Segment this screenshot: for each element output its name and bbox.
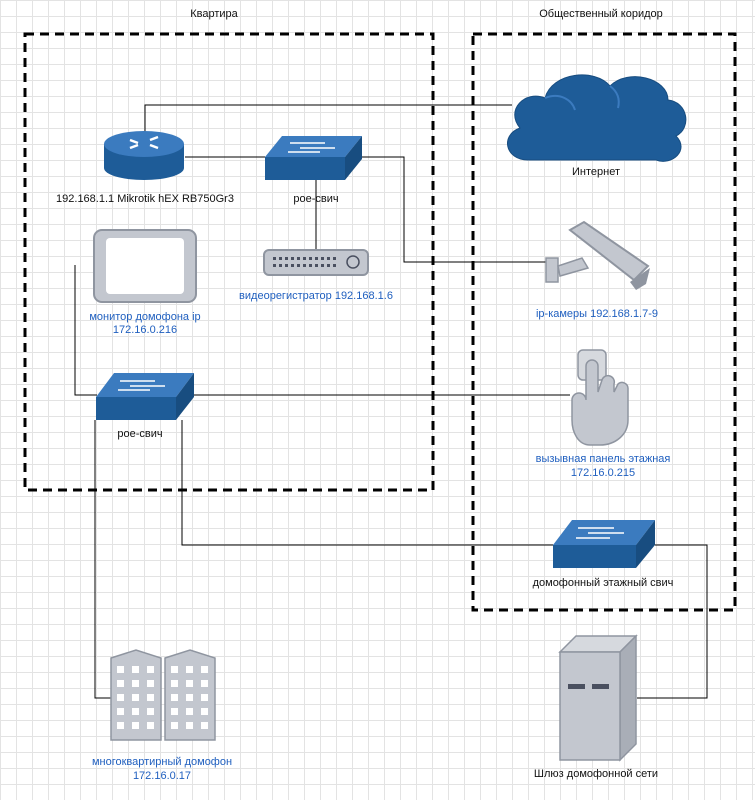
- zone-title-apartment: Квартира: [190, 8, 238, 20]
- monitor-label-line2: 172.16.0.216: [112, 324, 178, 336]
- poe-switch-top-label: рое-свич: [293, 193, 339, 205]
- building-label-line2: 172.16.0.17: [132, 770, 192, 782]
- building-label-line1: многоквартирный домофон: [91, 756, 233, 768]
- nvr-icon: [263, 249, 369, 276]
- router-label: 192.168.1.1 Mikrotik hEX RB750Gr3: [56, 193, 234, 205]
- monitor-label-line1: монитор домофона ip: [89, 311, 201, 323]
- corridor-zone: [471, 32, 737, 612]
- switch-icon: [265, 136, 362, 180]
- link-floorswitch-gateway: [637, 544, 708, 699]
- link-switch-floorswitch: [181, 420, 553, 546]
- switch-icon: [553, 520, 655, 568]
- router-icon: [104, 131, 184, 180]
- link-switch-cameras: [362, 156, 548, 263]
- internet-label: Интернет: [572, 166, 620, 178]
- link-switch-building: [94, 420, 111, 699]
- tablet-icon: [93, 229, 197, 303]
- switch-icon: [96, 373, 194, 420]
- hand-button-icon: [571, 349, 629, 446]
- gateway-label: Шлюз домофонной сети: [533, 768, 659, 780]
- link-monitor-switch: [74, 265, 97, 396]
- nvr-label: видеорегистратор 192.168.1.6: [239, 290, 393, 302]
- connectors: [74, 104, 708, 699]
- call-panel-label-line1: вызывная панель этажная: [535, 453, 671, 465]
- link-router-internet: [144, 104, 512, 137]
- floor-switch-label: домофонный этажный свич: [532, 577, 674, 589]
- apartment-zone: [23, 32, 435, 492]
- camera-icon: [545, 220, 650, 290]
- zone-title-corridor: Общественный коридор: [539, 8, 663, 20]
- call-panel-label-line2: 172.16.0.215: [570, 467, 636, 479]
- building-icon: [110, 649, 216, 741]
- server-icon: [558, 634, 638, 762]
- ip-cameras-label: ip-камеры 192.168.1.7-9: [535, 308, 659, 320]
- poe-switch-bottom-label: рое-свич: [117, 428, 163, 440]
- cloud-icon: [507, 74, 687, 162]
